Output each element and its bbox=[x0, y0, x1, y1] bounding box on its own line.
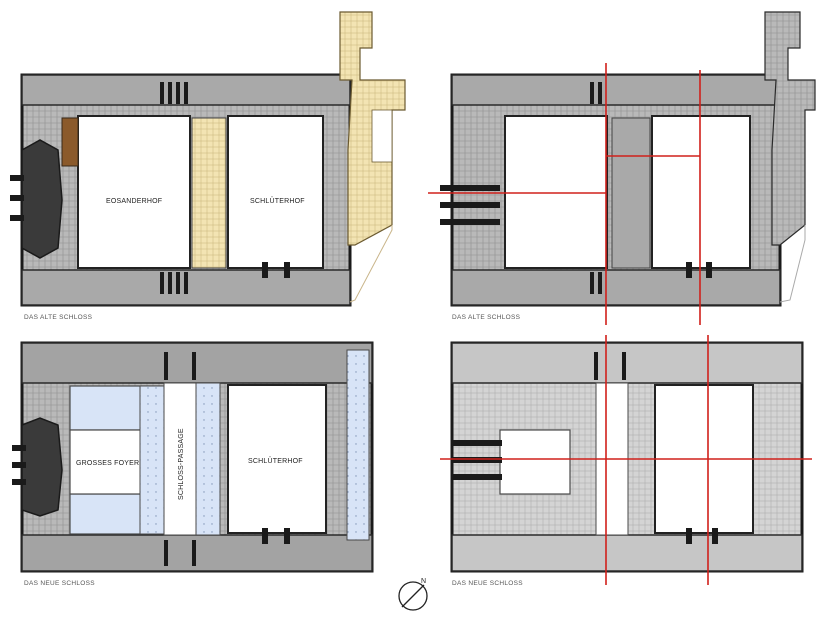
new-left-south-wing bbox=[21, 534, 373, 572]
old-right-axes bbox=[428, 63, 701, 325]
north-arrow-label: N bbox=[421, 578, 426, 585]
new-right-foyer bbox=[499, 429, 571, 495]
north-arrow-icon: N bbox=[398, 578, 428, 611]
old-right-portal-stubs bbox=[440, 185, 500, 225]
new-left-passage bbox=[163, 382, 197, 536]
new-left-portal-stubs bbox=[12, 445, 26, 485]
old-right-court-east bbox=[651, 115, 751, 269]
new-left-pillars bbox=[164, 352, 290, 566]
old-right-pillars bbox=[590, 82, 712, 294]
old-left-middle-wing bbox=[191, 117, 227, 269]
old-left-schlueterhof bbox=[227, 115, 324, 269]
old-left-annex-outline bbox=[349, 225, 393, 303]
old-right-caption: DAS ALTE SCHLOSS bbox=[452, 314, 521, 321]
old-left-west-portal bbox=[21, 139, 63, 259]
old-left-label-schlueterhof: SCHLÜTERHOF bbox=[250, 197, 305, 205]
old-left-caption: DAS ALTE SCHLOSS bbox=[24, 314, 93, 321]
new-left-label-foyer: GROSSES FOYER bbox=[76, 460, 139, 467]
new-left-caption: DAS NEUE SCHLOSS bbox=[24, 580, 95, 587]
new-left-blue-strip-b bbox=[195, 382, 221, 536]
new-left-blue-strip-a bbox=[139, 385, 165, 535]
new-left-west-portal bbox=[21, 417, 63, 517]
plan-new-right: DAS NEUE SCHLOSS bbox=[440, 335, 812, 587]
old-left-annex-court bbox=[371, 109, 393, 163]
plan-old-left: EOSANDERHOF SCHLÜTERHOF DAS ALTE SCHLOSS bbox=[10, 11, 406, 321]
old-left-portal-stub3 bbox=[10, 215, 24, 221]
old-left-pillars bbox=[160, 82, 290, 294]
old-left-brown-room bbox=[61, 117, 79, 167]
old-right-annex-outline bbox=[779, 225, 806, 303]
new-left-foyer bbox=[69, 429, 145, 495]
new-left-east-blue bbox=[346, 349, 370, 541]
plan-old-right: DAS ALTE SCHLOSS bbox=[428, 11, 816, 325]
old-right-court-west bbox=[504, 115, 608, 269]
old-left-portal-stub2 bbox=[10, 195, 24, 201]
old-left-portal-stub1 bbox=[10, 175, 24, 181]
old-left-label-eosanderhof: EOSANDERHOF bbox=[106, 198, 162, 205]
new-right-pillars bbox=[594, 352, 718, 544]
new-left-label-passage: SCHLOSS-PASSAGE bbox=[178, 428, 185, 500]
new-left-label-schlueterhof: SCHLÜTERHOF bbox=[248, 457, 303, 465]
new-right-north-wing bbox=[451, 342, 803, 384]
new-left-north-wing bbox=[21, 342, 373, 384]
old-right-north-wing bbox=[451, 74, 781, 106]
new-left-schlueterhof bbox=[227, 384, 327, 534]
plan-new-left: GROSSES FOYER SCHLOSS-PASSAGE SCHLÜTERHO… bbox=[12, 341, 374, 587]
new-right-south-wing bbox=[451, 534, 803, 572]
old-right-south-wing bbox=[451, 269, 781, 306]
old-left-eosanderhof bbox=[77, 115, 191, 269]
old-right-middle-wing bbox=[611, 117, 651, 269]
old-right-east-annex bbox=[764, 11, 816, 246]
new-right-caption: DAS NEUE SCHLOSS bbox=[452, 580, 523, 587]
new-right-portal-stubs bbox=[452, 440, 502, 480]
new-right-axes bbox=[440, 335, 812, 585]
